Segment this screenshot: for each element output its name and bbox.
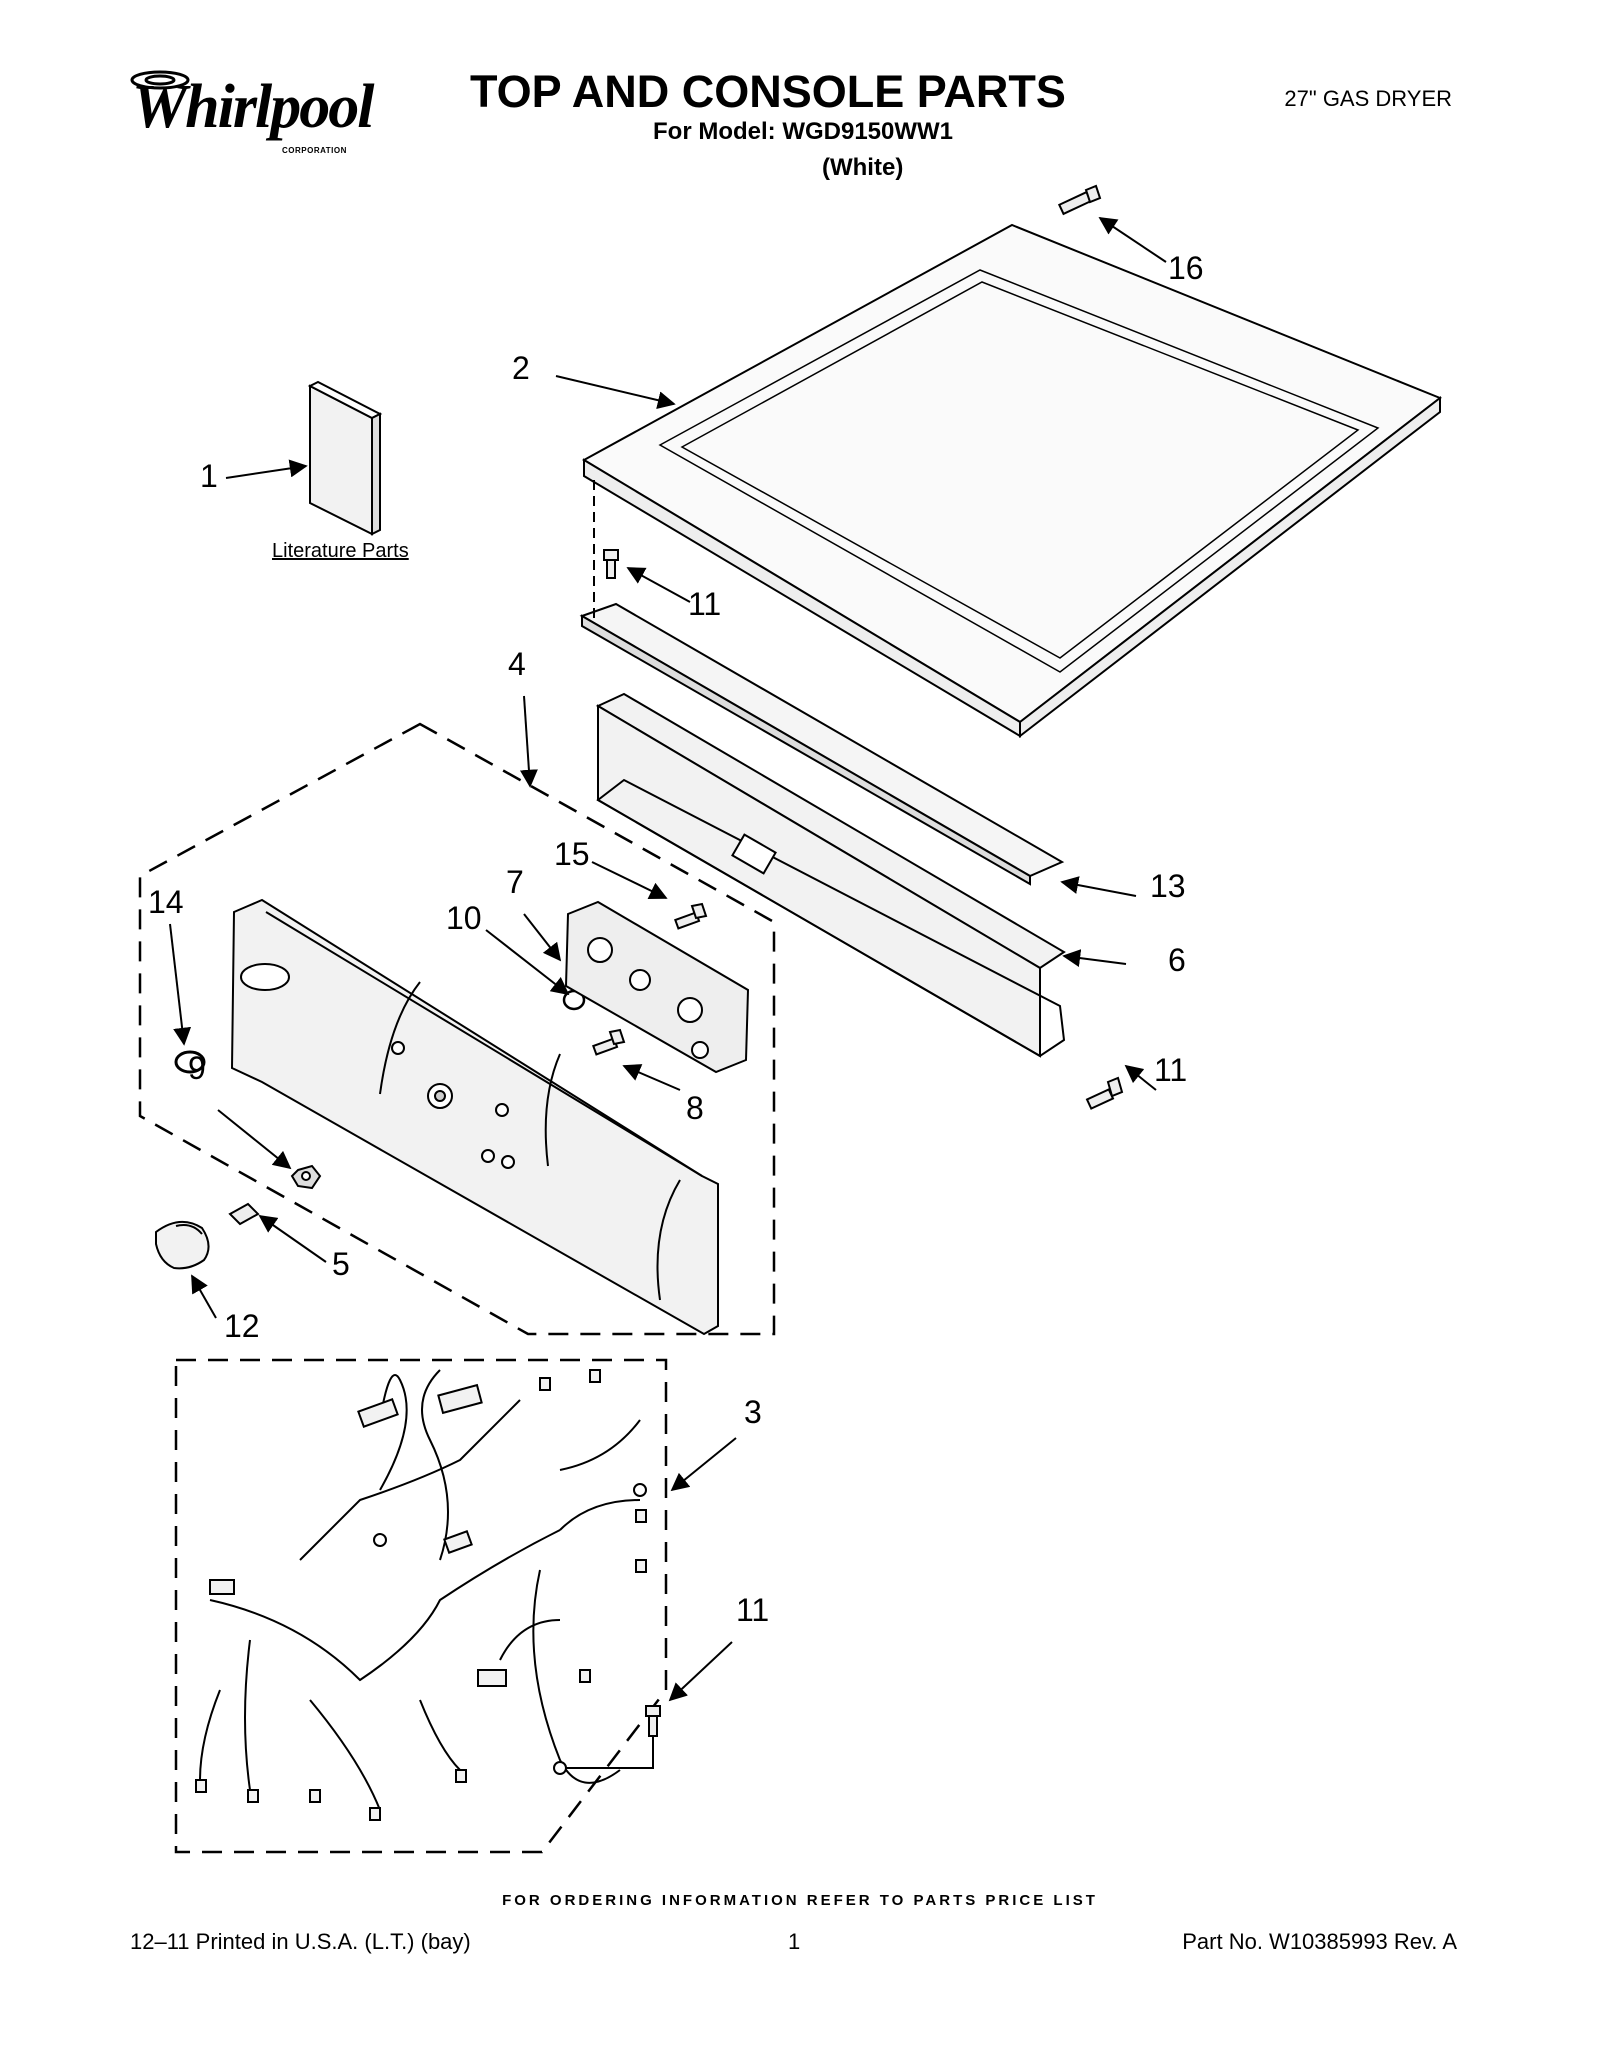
part-literature-booklet — [307, 380, 383, 536]
callout-11-upper: 11 — [688, 586, 722, 622]
model-line: For Model: WGD9150WW1 — [653, 118, 954, 145]
brand-name: Whirlpool — [132, 73, 374, 141]
part-wire-harness — [199, 1369, 641, 1811]
product-type: 27" GAS DRYER — [1284, 86, 1452, 111]
callout-12: 12 — [224, 1308, 260, 1344]
brand-sub: CORPORATION — [282, 146, 347, 155]
callout-15: 15 — [554, 836, 590, 872]
part-screw-11-upper — [603, 549, 619, 579]
logo-swoosh-icon — [130, 70, 190, 90]
part-screw-11-right — [1085, 1076, 1124, 1110]
color-line: (White) — [822, 154, 904, 181]
part-channel-6 — [595, 692, 1066, 1058]
part-screw-11-lower — [645, 1705, 661, 1737]
callout-16: 16 — [1168, 250, 1204, 286]
harness-connectors — [195, 1369, 647, 1821]
part-coupler-5 — [228, 1202, 260, 1226]
page-title: TOP AND CONSOLE PARTS — [470, 66, 1066, 117]
callout-8: 8 — [686, 1090, 704, 1126]
callout-6: 6 — [1168, 942, 1186, 978]
leader-arrows — [169, 217, 1167, 1702]
print-info: 12–11 Printed in U.S.A. (L.T.) (bay) — [130, 1929, 471, 1954]
callout-1: 1 — [200, 458, 218, 494]
part-screw-8 — [592, 1028, 626, 1056]
part-screw-16 — [1057, 184, 1102, 216]
part-rail-13 — [579, 602, 1065, 886]
page-number: 1 — [788, 1929, 801, 1954]
literature-parts-label: Literature Parts — [272, 540, 409, 562]
callout-7: 7 — [506, 864, 524, 900]
callout-11-lower: 11 — [736, 1592, 770, 1628]
wire-harness-box — [174, 1358, 668, 1854]
part-top-panel — [581, 223, 1442, 739]
part-knob-12 — [155, 1221, 210, 1270]
part-screw-15 — [674, 902, 708, 930]
ordering-note: FOR ORDERING INFORMATION REFER TO PARTS … — [502, 1892, 1098, 1909]
leader-screw-11-lower-ground — [566, 1736, 654, 1769]
callout-3: 3 — [744, 1394, 762, 1430]
part-console-panel — [230, 898, 719, 1336]
callout-13: 13 — [1150, 868, 1186, 904]
part-number: Part No. W10385993 Rev. A — [1182, 1929, 1457, 1954]
callout-4: 4 — [508, 646, 526, 682]
callout-9: 9 — [188, 1050, 206, 1086]
callout-10: 10 — [446, 900, 482, 936]
callout-5: 5 — [332, 1246, 350, 1282]
callout-14: 14 — [148, 884, 184, 920]
callout-11-right: 11 — [1154, 1052, 1188, 1088]
part-nut-9 — [290, 1164, 322, 1190]
part-ring-14 — [174, 1050, 206, 1074]
console-assembly-box — [138, 722, 776, 1336]
callout-2: 2 — [512, 350, 530, 386]
